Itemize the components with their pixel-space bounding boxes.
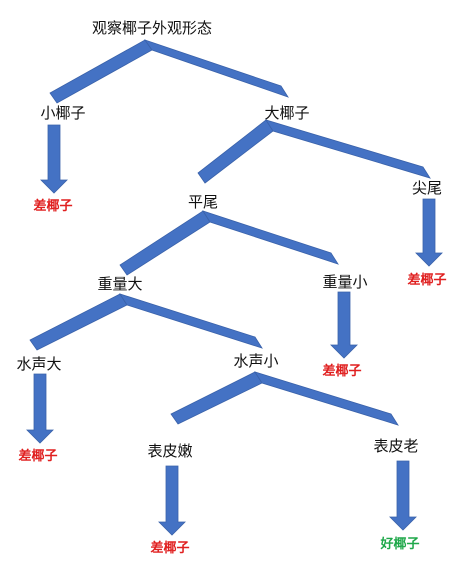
arrow-light-to-leaf [330,291,358,359]
arrow-loud-to-leaf [26,373,54,444]
leaf-tender-result: 差椰子 [150,541,190,556]
node-old-skin: 表皮老 [373,437,419,455]
branch-quiet-right [254,371,399,426]
branch-flat-left [119,210,211,276]
arrow-pointed-to-leaf [415,198,443,267]
node-root: 观察椰子外观形态 [91,19,213,37]
arrow-tender-to-leaf [158,465,186,536]
leaf-pointed-result: 差椰子 [407,273,447,288]
node-light-weight: 重量小 [322,273,368,291]
branch-root-left [49,39,153,104]
branch-flat-right [202,210,339,265]
branch-large-right [265,119,431,179]
node-small-coconut: 小椰子 [40,104,86,122]
branch-large-left [197,119,274,184]
arrow-oldskin-to-leaf [389,460,417,531]
leaf-light-result: 差椰子 [322,364,362,379]
node-heavy-weight: 重量大 [97,275,143,293]
branch-quiet-left [170,371,263,425]
node-pointed-tail: 尖尾 [411,179,443,197]
branch-root-right [143,39,289,98]
node-loud-water: 水声大 [16,355,62,373]
leaf-small-result: 差椰子 [33,199,73,214]
node-flat-tail: 平尾 [187,193,219,211]
arrow-small-to-leaf [40,124,68,194]
branch-heavy-right [119,293,263,349]
leaf-old-skin-result: 好椰子 [380,537,420,552]
node-large-coconut: 大椰子 [264,104,310,122]
node-quiet-water: 水声小 [233,352,279,370]
branch-heavy-left [29,293,128,351]
leaf-loud-result: 差椰子 [18,449,58,464]
node-tender-skin: 表皮嫩 [147,442,193,460]
